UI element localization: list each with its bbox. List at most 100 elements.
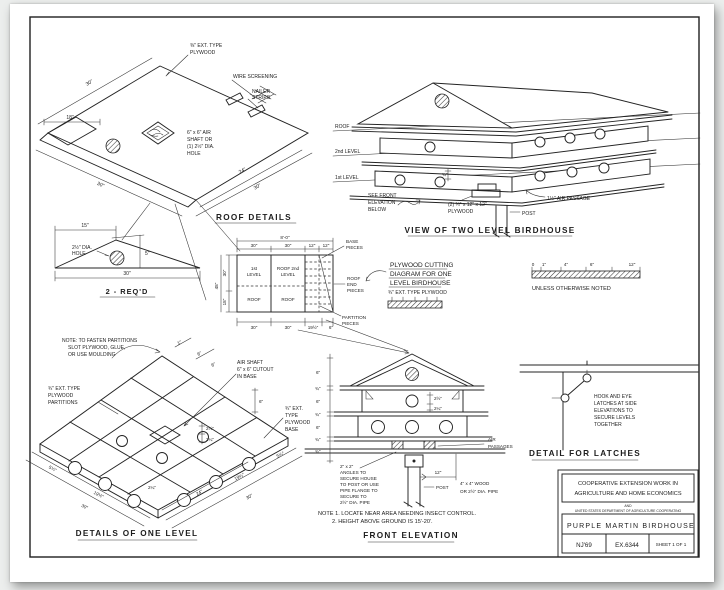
scale-bar: 0 1" 4" 6" 12" UNLESS OTHERWISE NOTED (531, 262, 641, 292)
angles-note: 2" x 2" (340, 464, 354, 469)
scale-note: UNLESS OTHERWISE NOTED (532, 286, 611, 292)
and-label: AND (624, 504, 632, 508)
front-note: NOTE 1. LOCATE NEAR AREA NEEDING INSECT … (318, 511, 476, 517)
see-front-note: ELEVATION (368, 200, 396, 206)
dim-label: 48" (214, 282, 219, 289)
angles-note: PIPE FLANGE TO (340, 488, 378, 493)
latch-note: TOGETHER (594, 422, 622, 428)
cutting-note: ¾" EXT. TYPE PLYWOOD (388, 290, 447, 296)
cell-label: ROOF (247, 297, 260, 302)
dim-label: 30" (222, 269, 227, 276)
dim-label: 30" (251, 325, 258, 330)
project-title: PURPLE MARTIN BIRDHOUSE (567, 523, 695, 530)
fasten-note: OR USE MOULDING (68, 352, 116, 358)
level-label: 2nd LEVEL (335, 149, 361, 155)
dim-label: 6" (210, 361, 216, 367)
cutting-note: PLYWOOD CUTTING (390, 262, 453, 269)
base-label: TYPE (285, 413, 299, 419)
sheet-number: SHEET 1 OF 1 (656, 542, 687, 547)
air-shaft-label: (1) 2½" DIA. (187, 143, 214, 150)
see-front-note: SEE FRONT (368, 193, 397, 199)
dim-label: 8'-0" (280, 235, 290, 240)
dim-label: 24" (238, 167, 247, 176)
dim-label: ¾" (315, 412, 321, 417)
nailer-strips-label: NAILER (252, 89, 270, 95)
partitions-label: PARTITIONS (48, 400, 78, 406)
scale-tick: 12" (629, 262, 636, 267)
dim-label: 5¼" (276, 450, 286, 458)
dim-label: 15" (81, 223, 89, 229)
hole-label: 2½" DIA. (72, 244, 92, 251)
base-label: ¾" EXT. (285, 406, 303, 412)
dim-label: 30" (85, 79, 95, 88)
dim-label: 30" (285, 325, 292, 330)
level-label: ROOF (335, 124, 349, 130)
scale-tick: 6" (590, 262, 595, 267)
dim-label: 30" (81, 503, 90, 511)
cell-label: 1st (251, 266, 258, 271)
dim-label: 6" (316, 425, 321, 430)
fasten-note: NOTE: TO FASTEN PARTITIONS (62, 338, 138, 344)
org-line: AGRICULTURE AND HOME ECONOMICS (574, 491, 681, 497)
one-level-details-drawing: 1" 6" 6" 2½" 2¼" 2¼" 6" 5¼" 19½" 30" 24"… (25, 337, 311, 541)
dim-label: 12" (435, 470, 442, 475)
air-passage-label: 1½" AIR PASSAGE (547, 195, 591, 202)
dim-label: 30" (96, 181, 105, 190)
air-shaft-label: HOLE (187, 151, 201, 157)
dim-label: 18" (66, 115, 74, 121)
dim-label: 18" (222, 298, 227, 305)
air-passages-label: PASSAGES (488, 444, 513, 449)
dept-line: UNITED STATES DEPARTMENT OF AGRICULTURE … (575, 509, 682, 513)
pieces-label: END (347, 282, 357, 287)
partitions-label: PLYWOOD (48, 393, 74, 399)
air-shaft-label: SHAFT OR (187, 137, 213, 143)
plywood-pad-label: (2) ¾" x 12" x 12" (448, 202, 487, 208)
dim-label: 5" (145, 251, 150, 257)
latch-note: SECURE LEVELS (594, 415, 636, 421)
fasten-note: SLOT PLYWOOD, GLUE, (68, 345, 125, 351)
post-label: POST (522, 211, 536, 217)
front-note: 2. HEIGHT ABOVE GROUND IS 15'-20'. (332, 519, 433, 525)
angles-note: 2½" DIA. PIPE (340, 499, 370, 505)
cutting-note: DIAGRAM FOR ONE (390, 271, 452, 278)
drawing-border (29, 16, 700, 558)
dim-label: 6" (316, 399, 321, 404)
dim-label: 12" (309, 243, 316, 248)
latch-note: LATCHES AT SIDE (594, 401, 637, 407)
dim-label: 2¼" (148, 485, 156, 490)
pieces-label: PIECES (342, 321, 359, 326)
dim-label: 2½" (434, 395, 442, 401)
dim-label: 19½" (93, 489, 105, 499)
dim-label: 6" (196, 350, 202, 356)
dim-label: 30" (285, 243, 292, 248)
cell-label: LEVEL (247, 272, 262, 277)
plywood-pad-label: PLYWOOD (448, 209, 474, 215)
scale-tick: 1" (542, 262, 547, 267)
angles-note: SECURE TO (340, 494, 367, 499)
dim-label: 2¼" (434, 406, 442, 411)
dim-label: 24" (195, 489, 204, 497)
base-label: BASE (285, 427, 299, 433)
dim-label: 6" (316, 370, 321, 375)
gable-piece-drawing: 15" 5" 30" 2½" DIA. HOLE 2 - REQ'D (54, 223, 201, 298)
section-title: ROOF DETAILS (216, 213, 292, 222)
air-shaft-label: IN BASE (237, 374, 257, 380)
angles-note: TO POST OR USE (340, 482, 379, 487)
latch-note: HOOK AND EYE (594, 394, 632, 400)
plywood-note: PLYWOOD (190, 50, 216, 56)
plan-number: NJ'69 (576, 542, 592, 549)
angles-note: SECURE HOUSE (340, 476, 377, 481)
dim-label: 30" (253, 183, 262, 192)
dim-label: 19½" (233, 471, 245, 481)
cell-label: LEVEL (281, 272, 296, 277)
dim-label: 1" (176, 339, 182, 345)
front-elevation-drawing: 2½" 2¼" 12" 6" ¾" 6" ¾" 6" ¾" ¾" AIR PAS… (297, 319, 513, 543)
exhibit-number: EX.6344 (615, 542, 639, 549)
post-label: OR 2½" DIA. PIPE (460, 488, 498, 494)
air-shaft-label: 6" x 6" AIR (187, 130, 211, 136)
dim-label: 30" (251, 243, 258, 248)
section-title: DETAIL FOR LATCHES (529, 449, 641, 458)
pieces-label: PIECES (346, 245, 363, 250)
see-front-note: BELOW (368, 207, 386, 213)
